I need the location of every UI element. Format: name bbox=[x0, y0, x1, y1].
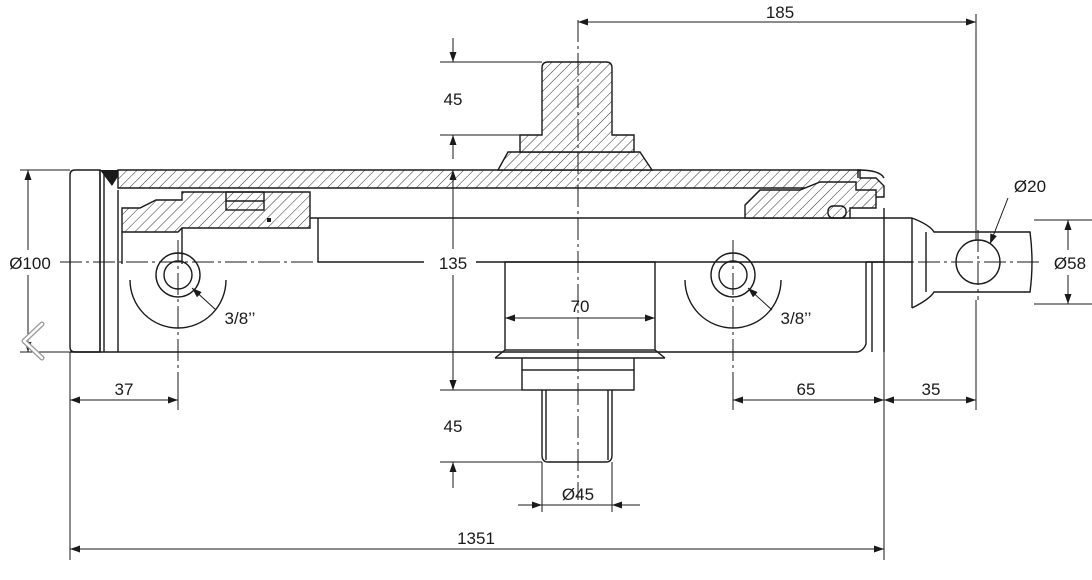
left-end-cap bbox=[69, 169, 101, 353]
chevron-left-icon bbox=[21, 321, 45, 361]
dimension-labels: 185 45 135 45 Ø100 Ø58 Ø20 70 3/8’’ 3/8’… bbox=[0, 3, 1092, 548]
dim-left-offset: 37 bbox=[115, 380, 134, 399]
dim-bore-diameter: Ø100 bbox=[9, 254, 51, 273]
center-lines bbox=[60, 20, 1040, 500]
tube-top-wall bbox=[117, 169, 885, 198]
dim-pin-height-top: 45 bbox=[444, 90, 463, 109]
dim-pin-diameter: Ø45 bbox=[562, 485, 594, 504]
rod-eye bbox=[911, 217, 1033, 309]
previous-image-button[interactable] bbox=[14, 318, 54, 364]
port-right-label: 3/8’’ bbox=[781, 309, 812, 328]
dim-eye-offset: 35 bbox=[922, 380, 941, 399]
trunnion-block bbox=[504, 261, 656, 351]
dim-pin-hole-diameter: Ø20 bbox=[1014, 177, 1046, 196]
dim-top-offset: 185 bbox=[766, 3, 794, 22]
port-left-label: 3/8’’ bbox=[225, 309, 256, 328]
rod-head bbox=[857, 262, 867, 353]
dimension-lines bbox=[20, 14, 1092, 560]
trunnion-pin-top bbox=[496, 151, 654, 171]
dim-pin-height-bottom: 45 bbox=[444, 417, 463, 436]
dim-trunnion-width: 70 bbox=[571, 297, 590, 316]
piston bbox=[121, 191, 311, 233]
dim-rod-eye-diameter: Ø58 bbox=[1054, 254, 1086, 273]
cylinder-body bbox=[69, 61, 1033, 463]
dim-total-length: 1351 bbox=[457, 529, 495, 548]
dim-center-distance: 135 bbox=[439, 254, 467, 273]
dim-right-offset: 65 bbox=[797, 380, 816, 399]
